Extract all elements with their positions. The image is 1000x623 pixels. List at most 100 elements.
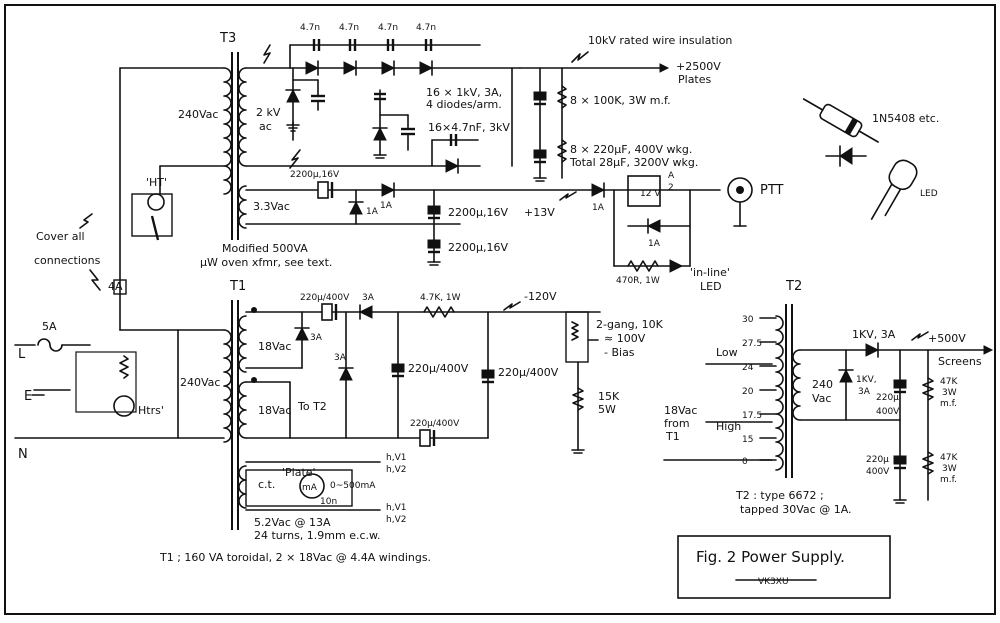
pot-label-3: - Bias [604, 346, 635, 359]
cover-label-1: Cover all [36, 230, 85, 243]
t1-18vac-b-label: 18Vac [258, 404, 291, 417]
plates-filter: 10kV rated wire insulation +2500V Plates… [511, 34, 732, 182]
r47k-b2: 3W [942, 464, 957, 474]
plate-meter: 'Plate' c.t. mA 0~500mA 10n h,V1 h,V2 h,… [245, 453, 406, 525]
pot-label-2: ≈ 100V [604, 332, 646, 345]
ht-label: 'HT' [146, 176, 167, 189]
high-label: High [716, 420, 741, 433]
inline-label: 'in-line' [690, 266, 730, 279]
t2-tap-label: 20 [742, 387, 754, 397]
c2200-16v-b-label: 2200µ,16V [448, 206, 508, 219]
t2-tap-label: 0 [742, 457, 748, 467]
plate-label: 'Plate' [282, 466, 316, 479]
t2-tap-label: 17.5 [742, 411, 762, 421]
d-3a-a-label: 3A [362, 293, 375, 303]
mains-input: 'HT' Cover all connections 4A 5A L E N H… [14, 67, 225, 462]
relay-12v-label: 12 V [640, 189, 661, 199]
r470-label: 470R, 1W [616, 276, 660, 286]
t1-52vac-label: 5.2Vac @ 13A [254, 516, 331, 529]
r15k-label-1: 15K [598, 390, 620, 403]
plates-voltage-label: +2500V [676, 60, 721, 73]
meter-range-label: 0~500mA [330, 481, 376, 491]
cap-label-1: 4.7n [300, 23, 320, 33]
t2-18vac-3: T1 [665, 430, 680, 443]
r47k-label: 4.7K, 1W [420, 293, 461, 303]
c220b-2: 400V [866, 467, 890, 477]
ptt-label: PTT [760, 183, 784, 198]
r47k-a3: m.f. [940, 399, 957, 409]
hv-diode-4 [419, 61, 434, 75]
fuse-4a-label: 4A [108, 280, 123, 293]
htrs-label: Htrs' [138, 404, 164, 417]
turns-label: 24 turns, 1.9mm e.c.w. [254, 529, 381, 542]
hv-diode-3 [381, 61, 396, 75]
led-label: LED [920, 189, 938, 199]
ptt-relay [627, 175, 661, 207]
v500-label: +500V [928, 332, 966, 345]
t2-tap-label: 27.5 [742, 339, 762, 349]
pot-label-1: 2-gang, 10K [596, 318, 664, 331]
diodes-note-1: 16 × 1kV, 3A, [426, 86, 502, 99]
to-t2-label: To T2 [297, 400, 327, 413]
relay-a-label: A [668, 171, 675, 181]
d-3a-b-label: 3A [310, 333, 323, 343]
modified-label-2: µW oven xfmr, see text. [200, 256, 332, 269]
c2200-16v-a-label: 2200µ,16V [290, 170, 340, 180]
cap-label-4: 4.7n [416, 23, 436, 33]
diode-1n5408-label: 1N5408 etc. [872, 112, 939, 125]
r47k-a1: 47K [940, 377, 958, 387]
t1-note: T1 ; 160 VA toroidal, 2 × 18Vac @ 4.4A w… [159, 551, 431, 564]
t2-label: T2 [785, 279, 802, 294]
c220-400-d-label: 220µ/400V [410, 419, 460, 429]
c220-2: 400V [876, 407, 900, 417]
ptt-supply: 2200µ,16V 1A 1A 2200µ,16V 2200µ,16V +13V… [200, 170, 784, 293]
low-label: Low [716, 346, 738, 359]
d-1a-b-label: 1A [366, 207, 379, 217]
h-v1-a-label: h,V1 [386, 453, 406, 463]
hv-diode-1 [305, 61, 320, 75]
c220-400-c-label: 220µ/400V [498, 366, 559, 379]
t1-18vac-a-label: 18Vac [258, 340, 291, 353]
t2-tap-label: 30 [742, 315, 754, 325]
hv-ac-label: ac [259, 120, 272, 133]
v13-label: +13V [524, 206, 555, 219]
t1-240-label: 240Vac [180, 376, 220, 389]
t2-240-2: Vac [812, 392, 831, 405]
c220b-1: 220µ [866, 455, 889, 465]
r47k-b1: 47K [940, 453, 958, 463]
t2-note-1: T2 : type 6672 ; [735, 489, 824, 502]
cover-label-2: connections [34, 254, 101, 267]
r15k-label-2: 5W [598, 403, 616, 416]
c220-400-a-label: 220µ/400V [300, 293, 350, 303]
bias-pot[interactable] [565, 311, 589, 363]
plates-label: Plates [678, 73, 712, 86]
d-1kv3a-b1: 1KV, [856, 375, 877, 385]
t3-transformer: T3 240Vac 2 kV ac 3.3Vac [178, 31, 290, 240]
ma-label: mA [302, 483, 318, 493]
cap-label-2: 4.7n [339, 23, 359, 33]
hv-2kv-label: 2 kV [256, 106, 281, 119]
diodes-note-2: 4 diodes/arm. [426, 98, 502, 111]
t2-note-2: tapped 30Vac @ 1A. [740, 503, 852, 516]
h-v1-b-label: h,V1 [386, 503, 406, 513]
screens-label: Screens [938, 355, 982, 368]
d-1a-a-label: 1A [380, 201, 393, 211]
component-sketches: 1N5408 etc. LED [802, 98, 939, 220]
d-1a-c-label: 1A [592, 203, 605, 213]
d-3a-c-label: 3A [334, 353, 347, 363]
c2200-16v-c-label: 2200µ,16V [448, 241, 508, 254]
led2-label: LED [700, 280, 722, 293]
c220-1: 220µ [876, 393, 899, 403]
line-n-label: N [18, 447, 28, 462]
c220-400-b-label: 220µ/400V [408, 362, 469, 375]
t1-transformer: T1 240Vac 18Vac 18Vac 5.2Vac @ 13A 24 tu… [159, 279, 431, 564]
modified-label-1: Modified 500VA [222, 242, 308, 255]
filter-note-2: Total 28µF, 3200V wkg. [569, 156, 698, 169]
ht-switch [147, 193, 165, 211]
fuse-4a [113, 279, 127, 295]
shunt-label: 10n [320, 497, 337, 507]
t2-tap-label: 24 [742, 363, 754, 373]
